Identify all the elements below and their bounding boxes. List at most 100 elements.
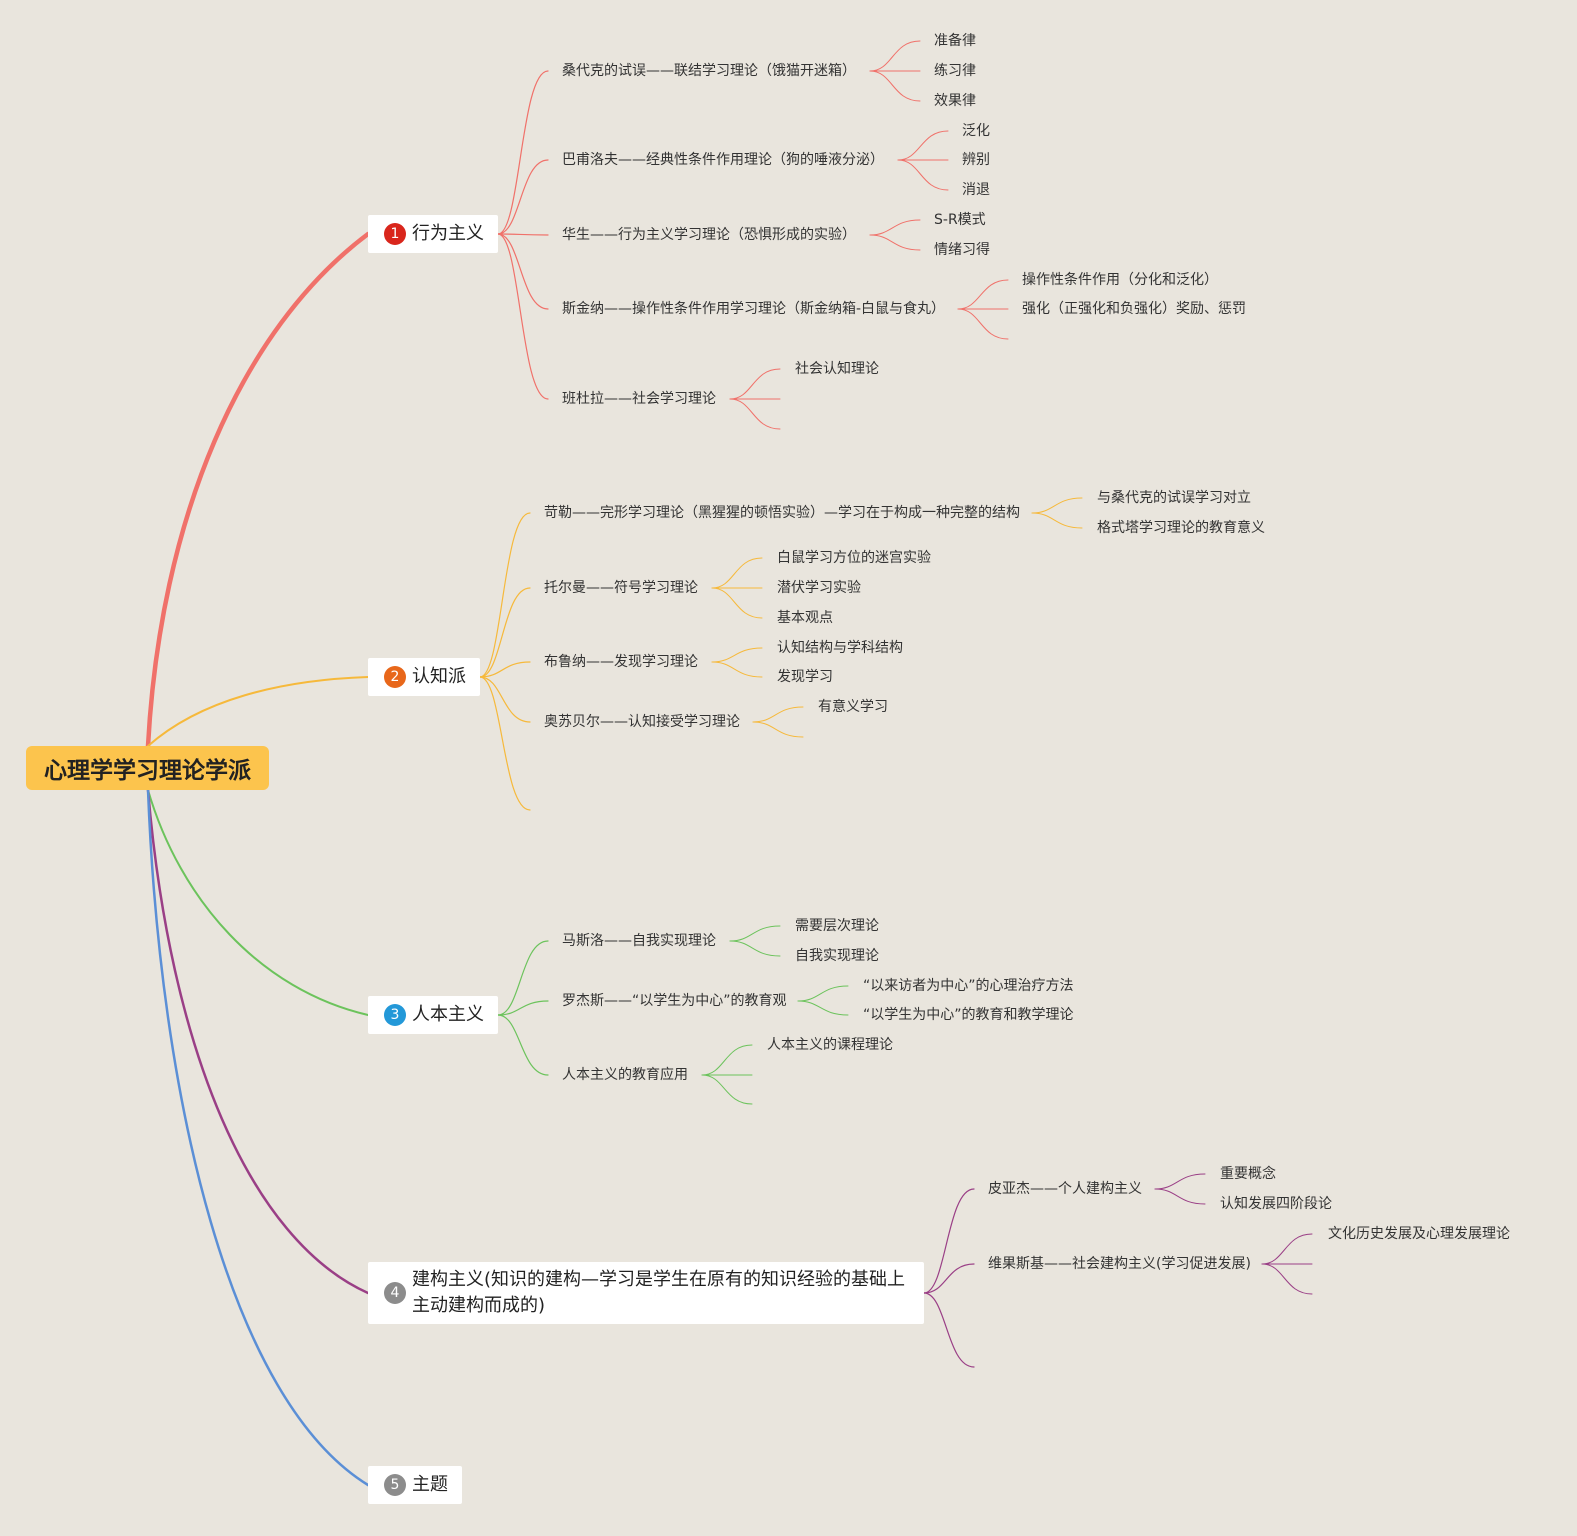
connector-behaviorism-sub-3	[497, 233, 549, 310]
leaf-bruner-structure[interactable]: 认知结构与学科结构	[777, 640, 903, 656]
branch-humanism[interactable]: 3 人本主义	[368, 996, 498, 1034]
connector-application-leaf-0	[701, 1044, 753, 1076]
branch-humanism-label: 人本主义	[412, 1004, 484, 1025]
leaf-skinner-operant[interactable]: 操作性条件作用（分化和泛化）	[1022, 272, 1218, 288]
connector-pavlov-leaf-0	[897, 130, 949, 161]
number-badge-3: 3	[384, 1004, 406, 1026]
branch-cognitive-label: 认知派	[412, 666, 466, 687]
leaf-watson-sr-model[interactable]: S-R模式	[934, 212, 986, 228]
connector-piaget-leaf-1	[1154, 1188, 1206, 1205]
connector-tolman-leaf-0	[711, 557, 763, 589]
connector-kohler-leaf-1	[1031, 512, 1083, 529]
connector-root-cognitive	[147, 676, 369, 747]
subtopic-pavlov[interactable]: 巴甫洛夫——经典性条件作用理论（狗的唾液分泌）	[562, 152, 884, 168]
leaf-rogers-client-centered[interactable]: “以来访者为中心”的心理治疗方法	[863, 978, 1074, 994]
connector-watson-leaf-0	[869, 219, 921, 236]
subtopic-ausubel[interactable]: 奥苏贝尔——认知接受学习理论	[544, 714, 740, 730]
connector-cognitive-sub-2	[479, 661, 531, 678]
leaf-pavlov-generalization[interactable]: 泛化	[962, 123, 990, 139]
subtopic-tolman[interactable]: 托尔曼——符号学习理论	[544, 580, 698, 596]
connector-behaviorism-sub-2	[497, 233, 549, 236]
connector-bruner-leaf-1	[711, 661, 763, 678]
connector-cognitive-sub-4	[479, 676, 531, 811]
leaf-maslow-self-actualization[interactable]: 自我实现理论	[795, 948, 879, 964]
subtopic-skinner[interactable]: 斯金纳——操作性条件作用学习理论（斯金纳箱-白鼠与食丸）	[562, 301, 946, 317]
leaf-kohler-opposition[interactable]: 与桑代克的试误学习对立	[1097, 490, 1251, 506]
leaf-piaget-concepts[interactable]: 重要概念	[1220, 1166, 1276, 1182]
subtopic-maslow[interactable]: 马斯洛——自我实现理论	[562, 933, 716, 949]
connector-bandura-leaf-2	[729, 398, 781, 430]
connector-thorndike-leaf-0	[869, 40, 921, 72]
leaf-kohler-gestalt[interactable]: 格式塔学习理论的教育意义	[1097, 520, 1265, 536]
leaf-tolman-basic[interactable]: 基本观点	[777, 610, 833, 626]
branch-behaviorism-label: 行为主义	[412, 223, 484, 244]
connector-cognitive-sub-1	[479, 587, 531, 678]
branch-cognitive[interactable]: 2 认知派	[368, 658, 480, 696]
connector-maslow-leaf-1	[729, 940, 781, 957]
subtopic-humanism-application[interactable]: 人本主义的教育应用	[562, 1067, 688, 1083]
number-badge-1: 1	[384, 223, 406, 245]
connector-bruner-leaf-0	[711, 647, 763, 663]
subtopic-bruner[interactable]: 布鲁纳——发现学习理论	[544, 654, 698, 670]
root-topic[interactable]: 心理学学习理论学派	[26, 746, 269, 790]
connector-vygotsky-leaf-2	[1261, 1263, 1313, 1295]
leaf-pavlov-discrimination[interactable]: 辨别	[962, 152, 990, 168]
branch-constructivism-label-line1: 建构主义(知识的建构—学习是学生在原有的知识经验的基础上	[412, 1269, 906, 1290]
subtopic-thorndike[interactable]: 桑代克的试误——联结学习理论（饿猫开迷箱）	[562, 63, 856, 79]
subtopic-vygotsky[interactable]: 维果斯基——社会建构主义(学习促进发展)	[988, 1256, 1251, 1272]
leaf-tolman-latent[interactable]: 潜伏学习实验	[777, 580, 861, 596]
leaf-rogers-student-centered[interactable]: “以学生为中心”的教育和教学理论	[863, 1007, 1074, 1023]
subtopic-piaget[interactable]: 皮亚杰——个人建构主义	[988, 1181, 1142, 1197]
connector-application-leaf-2	[701, 1074, 753, 1105]
connector-humanism-sub-0	[497, 940, 549, 1016]
connector-watson-leaf-1	[869, 234, 921, 251]
connector-root-topic	[146, 788, 370, 1487]
connector-behaviorism-sub-0	[497, 70, 549, 235]
connector-root-behaviorism	[145, 231, 371, 749]
branch-topic[interactable]: 5 主题	[368, 1466, 462, 1504]
connector-ausubel-leaf-0	[752, 706, 804, 723]
connector-bandura-leaf-0	[729, 368, 781, 400]
number-badge-4: 4	[384, 1282, 406, 1304]
leaf-watson-emotion[interactable]: 情绪习得	[934, 242, 990, 258]
leaf-maslow-hierarchy[interactable]: 需要层次理论	[795, 918, 879, 934]
leaf-bandura-social-cognitive[interactable]: 社会认知理论	[795, 361, 879, 377]
connector-tolman-leaf-2	[711, 587, 763, 619]
leaf-vygotsky-cultural-historical[interactable]: 文化历史发展及心理发展理论	[1328, 1226, 1510, 1242]
leaf-thorndike-readiness[interactable]: 准备律	[934, 33, 976, 49]
connector-maslow-leaf-0	[729, 925, 781, 942]
subtopic-bandura[interactable]: 班杜拉——社会学习理论	[562, 391, 716, 407]
leaf-piaget-four-stages[interactable]: 认知发展四阶段论	[1220, 1196, 1332, 1212]
connector-vygotsky-leaf-0	[1261, 1233, 1313, 1265]
connector-humanism-sub-1	[497, 1000, 549, 1016]
subtopic-kohler[interactable]: 苛勒——完形学习理论（黑猩猩的顿悟实验）—学习在于构成一种完整的结构	[544, 505, 1020, 521]
leaf-thorndike-exercise[interactable]: 练习律	[934, 63, 976, 79]
connector-pavlov-leaf-2	[897, 159, 949, 191]
number-badge-2: 2	[384, 666, 406, 688]
connector-constructivism-sub-2	[923, 1292, 975, 1368]
connector-rogers-leaf-0	[797, 985, 849, 1002]
connector-constructivism-sub-1	[923, 1263, 975, 1294]
leaf-bruner-discovery[interactable]: 发现学习	[777, 669, 833, 685]
leaf-tolman-maze[interactable]: 白鼠学习方位的迷宫实验	[777, 550, 931, 566]
connector-ausubel-leaf-1	[752, 721, 804, 738]
branch-constructivism-label-line2: 主动建构而成的)	[412, 1295, 546, 1316]
leaf-thorndike-effect[interactable]: 效果律	[934, 93, 976, 109]
subtopic-watson[interactable]: 华生——行为主义学习理论（恐惧形成的实验）	[562, 227, 856, 243]
leaf-pavlov-extinction[interactable]: 消退	[962, 182, 990, 198]
connector-constructivism-sub-0	[923, 1188, 975, 1294]
connector-cognitive-sub-3	[479, 676, 531, 723]
leaf-humanism-curriculum[interactable]: 人本主义的课程理论	[767, 1037, 893, 1053]
connector-skinner-leaf-2	[957, 308, 1009, 340]
connector-behaviorism-sub-4	[497, 233, 549, 400]
connector-piaget-leaf-0	[1154, 1173, 1206, 1190]
connector-skinner-leaf-0	[957, 279, 1009, 310]
branch-constructivism-label: 建构主义(知识的建构—学习是学生在原有的知识经验的基础上 主动建构而成的)	[412, 1267, 905, 1319]
leaf-ausubel-meaningful[interactable]: 有意义学习	[818, 699, 888, 715]
branch-constructivism[interactable]: 4 建构主义(知识的建构—学习是学生在原有的知识经验的基础上 主动建构而成的)	[368, 1262, 924, 1324]
connector-rogers-leaf-1	[797, 1000, 849, 1016]
branch-behaviorism[interactable]: 1 行为主义	[368, 215, 498, 253]
subtopic-rogers[interactable]: 罗杰斯——“以学生为中心”的教育观	[562, 993, 787, 1009]
leaf-skinner-reinforcement[interactable]: 强化（正强化和负强化）奖励、惩罚	[1022, 301, 1246, 317]
